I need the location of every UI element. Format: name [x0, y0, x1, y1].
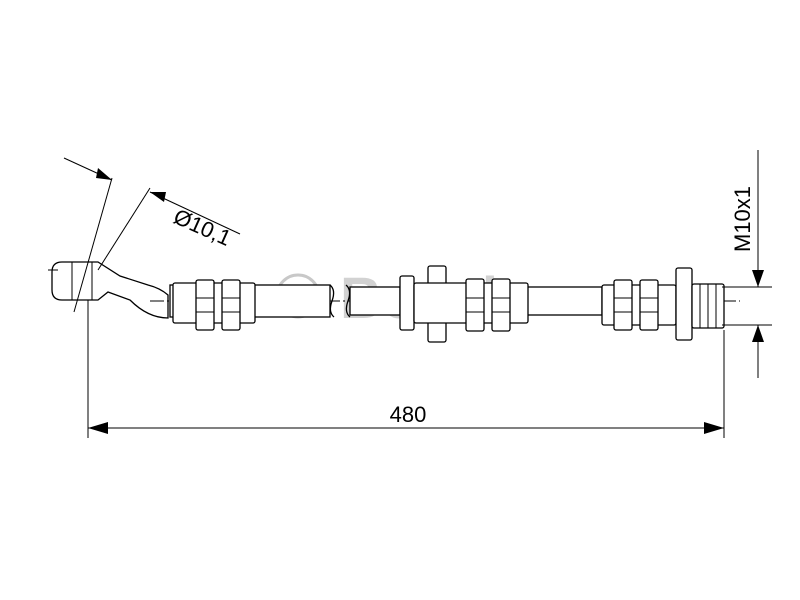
diameter-label: Ø10,1 [170, 204, 235, 251]
right-end-fitting [601, 267, 725, 341]
middle-bracket-fitting [399, 265, 529, 343]
thread-dimension: M10x1 [722, 150, 772, 378]
length-label: 480 [390, 402, 427, 427]
length-dimension: 480 [87, 300, 725, 438]
bent-end-fitting [48, 261, 169, 319]
left-ferrule [172, 279, 256, 331]
thread-label: M10x1 [730, 186, 755, 252]
